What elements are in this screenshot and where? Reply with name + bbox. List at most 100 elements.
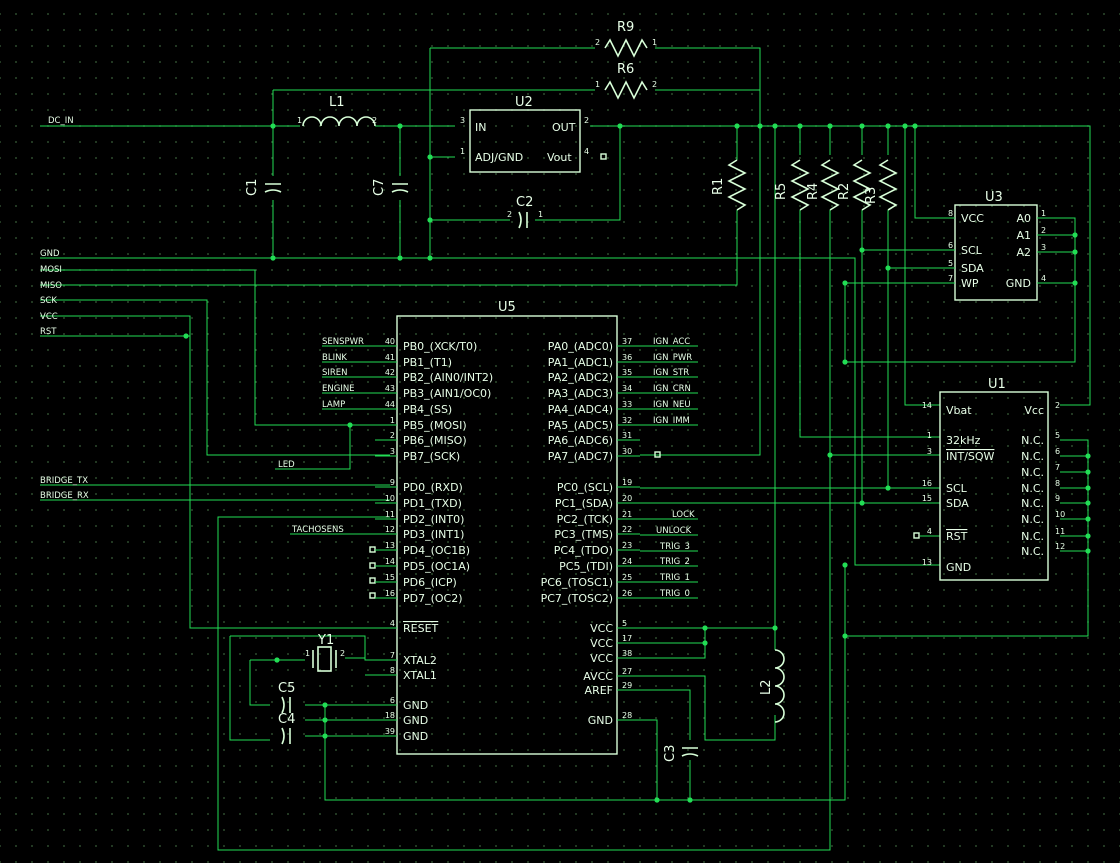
u1-left-pin-name: RST bbox=[946, 530, 968, 543]
net-sck: SCK bbox=[40, 296, 57, 306]
u5-right-pin-number: 28 bbox=[622, 711, 632, 720]
u1-right-pin-name: N.C. bbox=[1021, 497, 1044, 510]
u1-rtc bbox=[913, 391, 1049, 581]
u5-left-pin-number: 10 bbox=[385, 494, 395, 503]
u3-left-pin-number: 7 bbox=[948, 274, 953, 283]
u5-right-pin-number: 34 bbox=[622, 384, 632, 393]
ref-c5: C5 bbox=[278, 681, 295, 696]
net-senspwr: SENSPWR bbox=[322, 337, 364, 347]
u5-left-pin-number: 11 bbox=[385, 510, 395, 519]
inductor-l2 bbox=[774, 649, 785, 723]
capacitor-c7 bbox=[391, 183, 409, 193]
u5-left-pin-name: PD0_(RXD) bbox=[403, 481, 463, 494]
u5-left-pin-number: 4 bbox=[390, 619, 395, 628]
net-engine: ENGINE bbox=[322, 384, 355, 394]
inductor-l1 bbox=[302, 116, 376, 127]
u5-left-pin-name: PD6_(ICP) bbox=[403, 576, 457, 589]
u3-right-pin-number: 3 bbox=[1041, 243, 1046, 252]
u5-right-pin-name: PC7_(TOSC2) bbox=[541, 592, 613, 605]
u5-left-pin-number: 6 bbox=[390, 696, 395, 705]
ref-u3: U3 bbox=[985, 190, 1003, 205]
u5-left-pin-name: PD2_(INT0) bbox=[403, 513, 464, 526]
u5-right-pin-number: 17 bbox=[622, 634, 632, 643]
u5-left-pin-number: 2 bbox=[390, 431, 395, 440]
u2-pinnum-adj: 1 bbox=[460, 147, 465, 156]
u5-left-pin-number: 40 bbox=[385, 337, 395, 346]
u5-left-pin-number: 12 bbox=[385, 525, 395, 534]
net-bridge-rx: BRIDGE_RX bbox=[40, 491, 89, 501]
junction-dots bbox=[183, 123, 1091, 803]
net-bridge-tx: BRIDGE_TX bbox=[40, 476, 88, 486]
u5-right-pin-name: PC5_(TDI) bbox=[559, 560, 613, 573]
u5-left-pin-name: PD5_(OC1A) bbox=[403, 560, 470, 573]
u1-right-pin-name: N.C. bbox=[1021, 545, 1044, 558]
u1-right-pin-number: 7 bbox=[1055, 463, 1060, 472]
net-ign-neu: IGN_NEU bbox=[653, 400, 691, 410]
l1-pin-2: 2 bbox=[372, 116, 377, 125]
net-unlock: UNLOCK bbox=[656, 526, 692, 536]
u5-right-pin-name: GND bbox=[588, 714, 613, 727]
u1-pins: Vbat1432kHz1INT/SQW3SCL16SDA15RST4GND13V… bbox=[922, 401, 1065, 574]
u5-right-pin-number: 21 bbox=[622, 510, 632, 519]
u3-left-pin-name: SDA bbox=[961, 262, 984, 275]
ref-r2: R2 bbox=[837, 183, 852, 200]
u5-left-pin-number: 3 bbox=[390, 447, 395, 456]
u5-right-pin-number: 31 bbox=[622, 431, 632, 440]
u5-right-pin-number: 26 bbox=[622, 589, 632, 598]
resistor-r6 bbox=[604, 80, 648, 100]
capacitor-c1 bbox=[264, 183, 282, 193]
u5-right-pin-name: PA6_(ADC6) bbox=[548, 434, 613, 447]
u5-right-pin-number: 37 bbox=[622, 337, 632, 346]
ref-r5: R5 bbox=[774, 183, 789, 200]
net-siren: SIREN bbox=[322, 368, 348, 378]
u5-left-pin-name: PD4_(OC1B) bbox=[403, 544, 470, 557]
u3-right-pin-name: A2 bbox=[1016, 246, 1031, 259]
u5-right-pin-number: 24 bbox=[622, 557, 632, 566]
resistor-r4 bbox=[820, 159, 840, 211]
u5-right-pin-number: 23 bbox=[622, 541, 632, 550]
u5-left-pin-number: 8 bbox=[390, 666, 395, 675]
c2-pin-1: 1 bbox=[538, 210, 543, 219]
u5-left-pin-number: 15 bbox=[385, 573, 395, 582]
c2-pin-2: 2 bbox=[507, 210, 512, 219]
u5-left-pin-number: 42 bbox=[385, 368, 395, 377]
u1-right-pin-number: 10 bbox=[1055, 510, 1065, 519]
u5-left-pin-name: PD7_(OC2) bbox=[403, 592, 463, 605]
u5-right-pin-name: PA5_(ADC5) bbox=[548, 419, 613, 432]
net-dc-in: DC_IN bbox=[48, 116, 74, 126]
u1-left-pin-name: SCL bbox=[946, 482, 968, 495]
net-mosi: MOSI bbox=[40, 265, 62, 275]
u3-right-pin-number: 2 bbox=[1041, 226, 1046, 235]
u5-right-pin-name: PC1_(SDA) bbox=[555, 497, 613, 510]
u5-right-pin-number: 19 bbox=[622, 478, 632, 487]
u3-right-pin-number: 1 bbox=[1041, 209, 1046, 218]
ref-c3: C3 bbox=[663, 745, 678, 762]
u3-right-pin-number: 4 bbox=[1041, 274, 1046, 283]
u1-left-pin-name: 32kHz bbox=[946, 434, 981, 447]
u1-right-pin-name: N.C. bbox=[1021, 513, 1044, 526]
u5-left-pin-name: PB1_(T1) bbox=[403, 356, 452, 369]
ref-l1: L1 bbox=[329, 95, 345, 110]
u1-right-pin-name: N.C. bbox=[1021, 450, 1044, 463]
r9-pin-2: 2 bbox=[595, 38, 600, 47]
u5-right-pin-name: PA1_(ADC1) bbox=[548, 356, 613, 369]
u3-left-pin-name: SCL bbox=[961, 244, 983, 257]
u5-right-pin-number: 22 bbox=[622, 525, 632, 534]
r6-pin-2: 2 bbox=[652, 80, 657, 89]
ref-c7: C7 bbox=[372, 179, 387, 196]
net-lamp: LAMP bbox=[322, 400, 345, 410]
u1-left-pin-name: GND bbox=[946, 561, 971, 574]
u1-right-pin-number: 6 bbox=[1055, 447, 1060, 456]
u5-right-pin-name: PC4_(TDO) bbox=[554, 544, 613, 557]
u1-left-pin-name: Vbat bbox=[946, 404, 972, 417]
u5-left-pin-name: GND bbox=[403, 714, 428, 727]
u5-left-pin-name: PD3_(INT1) bbox=[403, 528, 464, 541]
u2-pinnum-in: 3 bbox=[460, 116, 465, 125]
u5-right-pins: PA0_(ADC0)37PA1_(ADC1)36PA2_(ADC2)35PA3_… bbox=[541, 337, 640, 727]
u5-right-pin-name: PC0_(SCL) bbox=[557, 481, 613, 494]
net-tachosens: TACHOSENS bbox=[291, 525, 344, 535]
ref-c4: C4 bbox=[278, 712, 295, 727]
capacitor-c5 bbox=[281, 696, 291, 714]
y1-pin-1: 1 bbox=[305, 649, 310, 658]
